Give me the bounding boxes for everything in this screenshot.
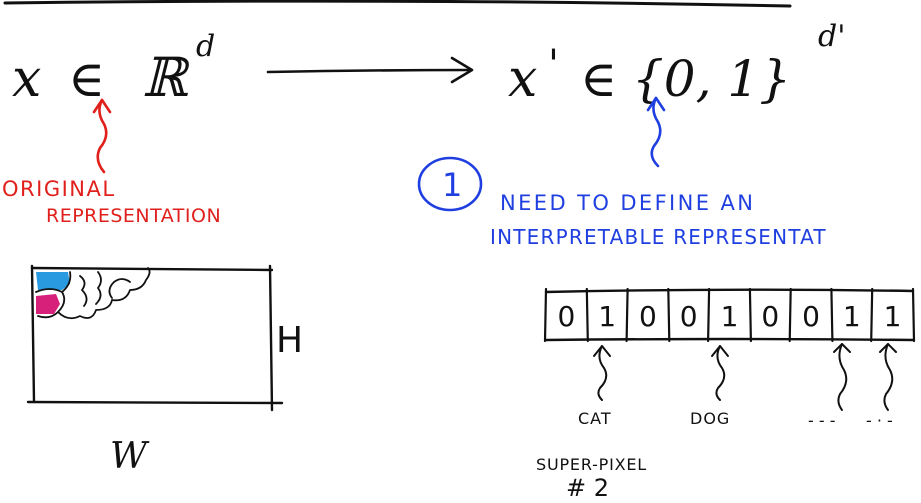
- step-one-badge: 1: [417, 156, 483, 212]
- vector-bit: 1: [843, 300, 861, 333]
- original-representation-label: ORIGINAL REPRESENTATION: [2, 177, 221, 227]
- step-line2: INTERPRETABLE REPRESENTAT: [490, 225, 827, 249]
- height-label: H: [276, 320, 303, 361]
- exponent-d-prime: d': [818, 19, 845, 54]
- var-x-prime: x: [508, 49, 537, 109]
- vector-cell-divider: [830, 287, 834, 343]
- vector-cell-divider: [667, 287, 671, 343]
- superpixel-line2: # 2: [566, 474, 609, 502]
- vector-cell-divider: [707, 287, 711, 343]
- blue-squiggle-arrow: [646, 96, 666, 168]
- dog-label: DOG: [690, 409, 730, 428]
- vector-cell-divider: [748, 287, 752, 343]
- var-x: x: [12, 49, 41, 109]
- vector-bit: 0: [802, 300, 820, 333]
- original-label-line2: REPRESENTATION: [46, 205, 221, 227]
- mapping-arrow: [266, 56, 474, 84]
- element-of-symbol-2: ∈: [580, 50, 617, 108]
- cat-label: CAT: [578, 409, 612, 428]
- vector-cell-divider: [788, 287, 792, 343]
- vector-labels: CAT DOG - - - - · -: [578, 409, 893, 430]
- ellipsis-label-2: - · -: [866, 411, 893, 430]
- ellipsis-label-1: - - -: [808, 411, 836, 430]
- binary-set: {0, 1}: [632, 50, 791, 108]
- superpixel-line1: SUPER-PIXEL: [536, 455, 647, 474]
- vector-cell-divider: [625, 287, 629, 343]
- vector-bit: 0: [639, 300, 657, 333]
- prime-mark: ': [548, 42, 559, 88]
- vector-bit: 1: [721, 300, 739, 333]
- vector-bit: 0: [680, 300, 698, 333]
- vector-bit: 0: [761, 300, 779, 333]
- vector-pointers: [593, 343, 897, 411]
- vector-bit: 1: [598, 300, 616, 333]
- superpixel-caption: SUPER-PIXEL # 2: [536, 455, 647, 502]
- element-of-symbol: ∈: [68, 50, 105, 108]
- cat-pointer: [593, 345, 611, 401]
- cyan-superpixel: [36, 272, 70, 290]
- width-label: W: [110, 436, 150, 477]
- left-formula: x ∈ ℝ d: [12, 29, 215, 109]
- step-description: NEED TO DEFINE AN INTERPRETABLE REPRESEN…: [490, 191, 827, 249]
- vector-bit: 1: [884, 300, 902, 333]
- real-space-symbol: ℝ: [142, 46, 190, 109]
- ellipsis-pointer-2: [879, 343, 897, 411]
- vector-cell-divider: [911, 287, 916, 343]
- step-line1: NEED TO DEFINE AN: [500, 191, 755, 215]
- image-box: H W: [26, 264, 303, 477]
- vector-cell-divider: [870, 287, 874, 343]
- dog-pointer: [711, 345, 729, 401]
- step-number: 1: [442, 166, 462, 204]
- top-border-stroke: [3, 0, 792, 8]
- vector-bit: 0: [557, 300, 575, 333]
- magenta-superpixel: [36, 294, 60, 314]
- superpixel-boundaries: [35, 267, 151, 320]
- vector-cell-divider: [585, 287, 589, 343]
- vector-cell-divider: [543, 287, 548, 343]
- right-formula: x ' ∈ {0, 1} d': [508, 19, 845, 109]
- original-label-line1: ORIGINAL: [2, 177, 116, 201]
- ellipsis-pointer-1: [833, 343, 851, 411]
- red-squiggle-arrow: [92, 98, 112, 174]
- exponent-d: d: [196, 29, 215, 64]
